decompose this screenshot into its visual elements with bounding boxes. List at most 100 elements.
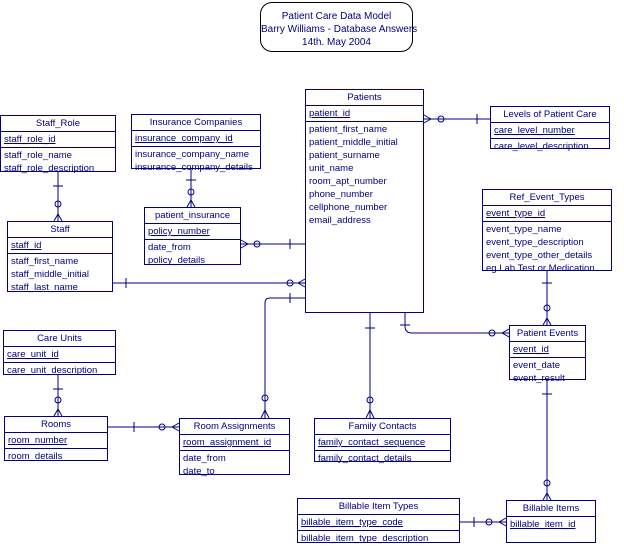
- title-line-3: 14th. May 2004: [302, 37, 371, 48]
- key-attribute: room_assignment_id: [183, 437, 272, 448]
- rel-patients-events: [404, 313, 509, 334]
- attribute: staff_role_description: [4, 163, 95, 174]
- entity-name: Levels of Patient Care: [491, 107, 609, 123]
- key-attribute: event_id: [513, 344, 549, 355]
- key-attribute: care_level_number: [494, 125, 575, 136]
- entity-name: Staff: [8, 222, 112, 238]
- entity-keys: patient_id: [306, 106, 423, 122]
- entity-attributes: care_unit_description: [4, 363, 115, 378]
- key-attribute: care_unit_id: [7, 349, 59, 360]
- attribute: date_from: [148, 242, 191, 253]
- attribute: phone_number: [309, 189, 373, 200]
- key-attribute: patient_id: [309, 108, 351, 119]
- entity-name: Staff_Role: [1, 116, 115, 132]
- entity-keys: event_id: [510, 342, 585, 358]
- entity-name: patient_insurance: [145, 208, 240, 224]
- rel-patients-roomassign: [264, 297, 305, 418]
- entity-name: Billable Item Types: [298, 499, 459, 515]
- entity-keys: room_assignment_id: [180, 435, 289, 451]
- attribute: policy_details: [148, 255, 206, 266]
- attribute: billable_item_type_description: [301, 533, 429, 544]
- key-attribute: staff_id: [11, 240, 42, 251]
- entity-name: Ref_Event_Types: [483, 190, 611, 206]
- attribute: care_unit_description: [7, 365, 98, 376]
- entity-attributes: patient_first_name patient_middle_initial…: [306, 122, 423, 228]
- diagram-title: Patient Care Data Model Barry Williams -…: [260, 2, 418, 52]
- attribute: event_type_other_details: [486, 250, 593, 261]
- attribute: patient_surname: [309, 150, 380, 161]
- entity-keys: insurance_company_id: [132, 131, 260, 147]
- key-attribute: event_type_id: [486, 208, 546, 219]
- attribute: room_apt_number: [309, 176, 387, 187]
- entity-name: Care Units: [4, 331, 115, 347]
- entity-name: Billable Items: [507, 501, 595, 517]
- attribute: event_date: [513, 360, 561, 371]
- attribute: event_type_name: [486, 224, 562, 235]
- entity-name: Family Contacts: [315, 419, 450, 435]
- attribute: event_result: [513, 373, 565, 384]
- attribute: care_level_description: [494, 141, 589, 152]
- entity-keys: family_contact_sequence: [315, 435, 450, 451]
- entity-ref-event-types: Ref_Event_Types event_type_id event_type_n…: [482, 189, 612, 274]
- entity-keys: billable_item_type_code: [298, 515, 459, 531]
- entity-attributes: room_details: [5, 449, 107, 464]
- attribute: event_type_description: [486, 237, 584, 248]
- attribute: email_address: [309, 215, 371, 226]
- entity-name: Patient Events: [510, 326, 585, 342]
- key-attribute: staff_role_id: [4, 134, 56, 145]
- key-attribute: room_number: [8, 435, 68, 446]
- entity-keys: staff_id: [8, 238, 112, 254]
- attribute: date_from: [183, 453, 226, 464]
- entity-staff: Staff staff_id staff_first_name staff_middl…: [7, 221, 113, 295]
- entity-keys: care_unit_id: [4, 347, 115, 363]
- entity-keys: room_number: [5, 433, 107, 449]
- entity-rooms: Rooms room_number room_details: [4, 416, 108, 464]
- entity-keys: staff_role_id: [1, 132, 115, 148]
- attribute: staff_first_name: [11, 256, 79, 267]
- key-attribute: family_contact_sequence: [318, 437, 426, 448]
- title-line-2: Barry Williams - Database Answers: [261, 24, 418, 35]
- entity-attributes: family_contact_details: [315, 451, 450, 466]
- attribute: insurance_company_details: [135, 162, 253, 173]
- entity-keys: care_level_number: [491, 123, 609, 139]
- entity-attributes: event_date event_result: [510, 358, 585, 386]
- attribute: staff_middle_initial: [11, 269, 89, 280]
- entity-attributes: care_level_description: [491, 139, 609, 154]
- entity-keys: policy_number: [145, 224, 240, 240]
- entity-attributes: staff_role_name staff_role_description: [1, 148, 115, 176]
- attribute: cellphone_number: [309, 202, 388, 213]
- entity-name: Rooms: [5, 417, 107, 433]
- title-line-1: Patient Care Data Model: [281, 11, 392, 22]
- attribute: patient_first_name: [309, 124, 388, 135]
- attribute: eg Lab Test or Medication: [486, 263, 595, 274]
- key-attribute: billable_item_id: [510, 519, 576, 530]
- entity-patient-events: Patient Events event_id event_date event_re…: [509, 325, 586, 384]
- entity-keys: event_type_id: [483, 206, 611, 222]
- entity-attributes: date_from policy_details: [145, 240, 240, 268]
- entity-name: Patients: [306, 90, 423, 106]
- attribute: staff_role_name: [4, 150, 72, 161]
- attribute: insurance_company_name: [135, 149, 250, 160]
- attribute: staff_last_name: [11, 282, 78, 293]
- entity-billable-items: Billable Items billable_item_id: [506, 500, 596, 543]
- entity-attributes: date_from date_to: [180, 451, 289, 479]
- attribute: unit_name: [309, 163, 354, 174]
- attribute: date_to: [183, 466, 215, 477]
- attribute: patient_middle_initial: [309, 137, 398, 148]
- entity-attributes: insurance_company_name insurance_company_…: [132, 147, 260, 175]
- entity-keys: billable_item_id: [507, 517, 595, 532]
- entity-care-units: Care Units care_unit_id care_unit_descript…: [3, 330, 116, 378]
- entity-name: Insurance Companies: [132, 115, 260, 131]
- attribute: room_details: [8, 451, 63, 462]
- attribute: family_contact_details: [318, 453, 412, 464]
